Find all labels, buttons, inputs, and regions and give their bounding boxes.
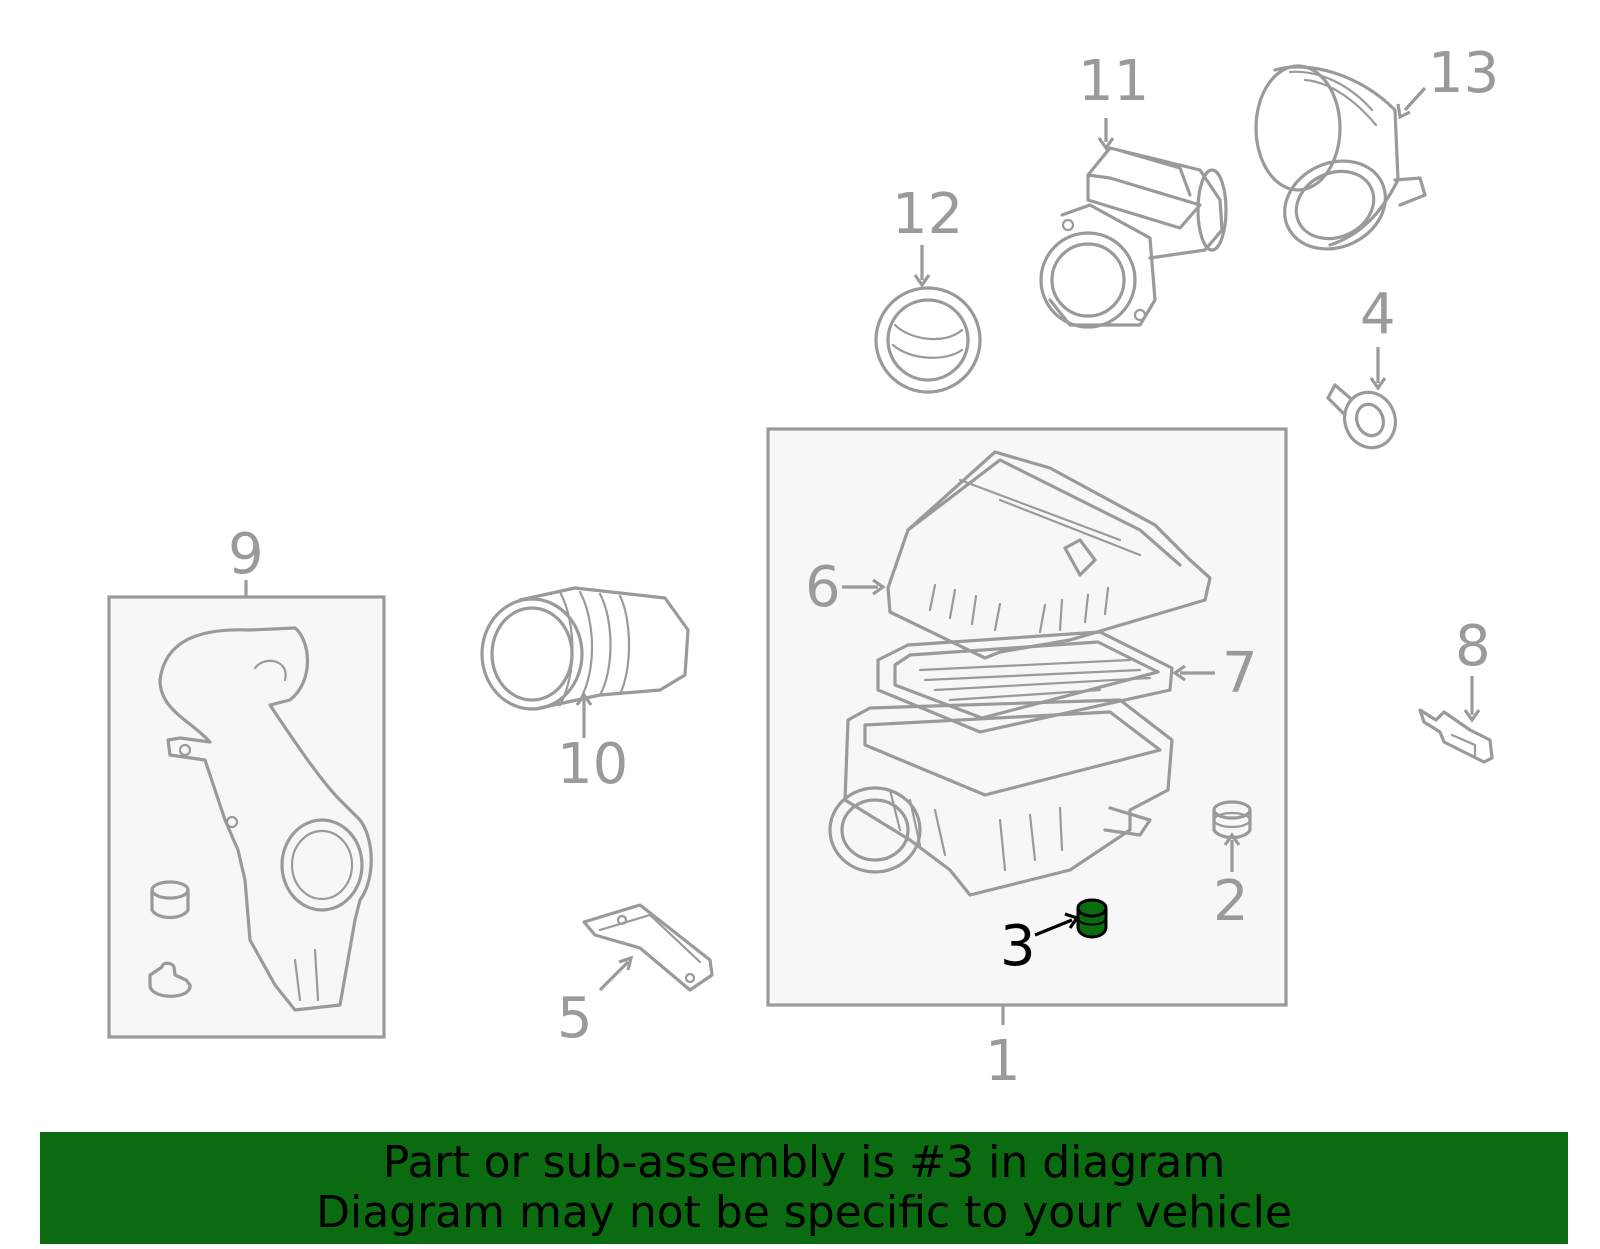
part-8-sensor[interactable]	[1418, 708, 1494, 764]
assembly-box-9	[107, 595, 386, 1039]
parts-diagram: 11 13 12 4 9 6 7 8 10 2 3 5 1	[107, 41, 1499, 1094]
callout-7: 7	[1222, 641, 1258, 706]
callout-5: 5	[557, 986, 593, 1051]
callout-2: 2	[1213, 869, 1249, 934]
part-10-hose[interactable]	[480, 586, 690, 711]
callout-3-highlighted: 3	[1000, 914, 1036, 979]
part-12-ring[interactable]	[874, 286, 982, 394]
callout-10: 10	[557, 732, 628, 797]
part-6-cleaner-cover[interactable]	[886, 450, 1212, 660]
part-9-intake-duct[interactable]	[148, 626, 373, 1012]
callout-6: 6	[805, 555, 841, 620]
part-11-air-flow-meter[interactable]	[1039, 146, 1228, 329]
part-3-grommet-highlighted[interactable]	[1076, 898, 1108, 939]
banner-line-1: Part or sub-assembly is #3 in diagram	[382, 1137, 1226, 1188]
part-5-bracket[interactable]	[582, 903, 714, 992]
banner-line-2: Diagram may not be specific to your vehi…	[316, 1187, 1292, 1238]
part-4-clamp[interactable]	[1326, 383, 1403, 455]
callout-8: 8	[1455, 614, 1491, 679]
callout-4: 4	[1360, 282, 1396, 347]
part-13-intake-hose[interactable]	[1254, 64, 1427, 265]
leader-lines	[244, 86, 1481, 1025]
callout-13: 13	[1428, 41, 1499, 106]
part-7-filter-element[interactable]	[876, 630, 1174, 734]
callout-1: 1	[985, 1029, 1021, 1094]
callout-12: 12	[892, 182, 963, 247]
callout-9: 9	[228, 522, 264, 587]
part-1-cleaner-case[interactable]	[828, 698, 1174, 897]
info-banner: Part or sub-assembly is #3 in diagram Di…	[40, 1132, 1568, 1244]
callout-11: 11	[1078, 49, 1149, 114]
